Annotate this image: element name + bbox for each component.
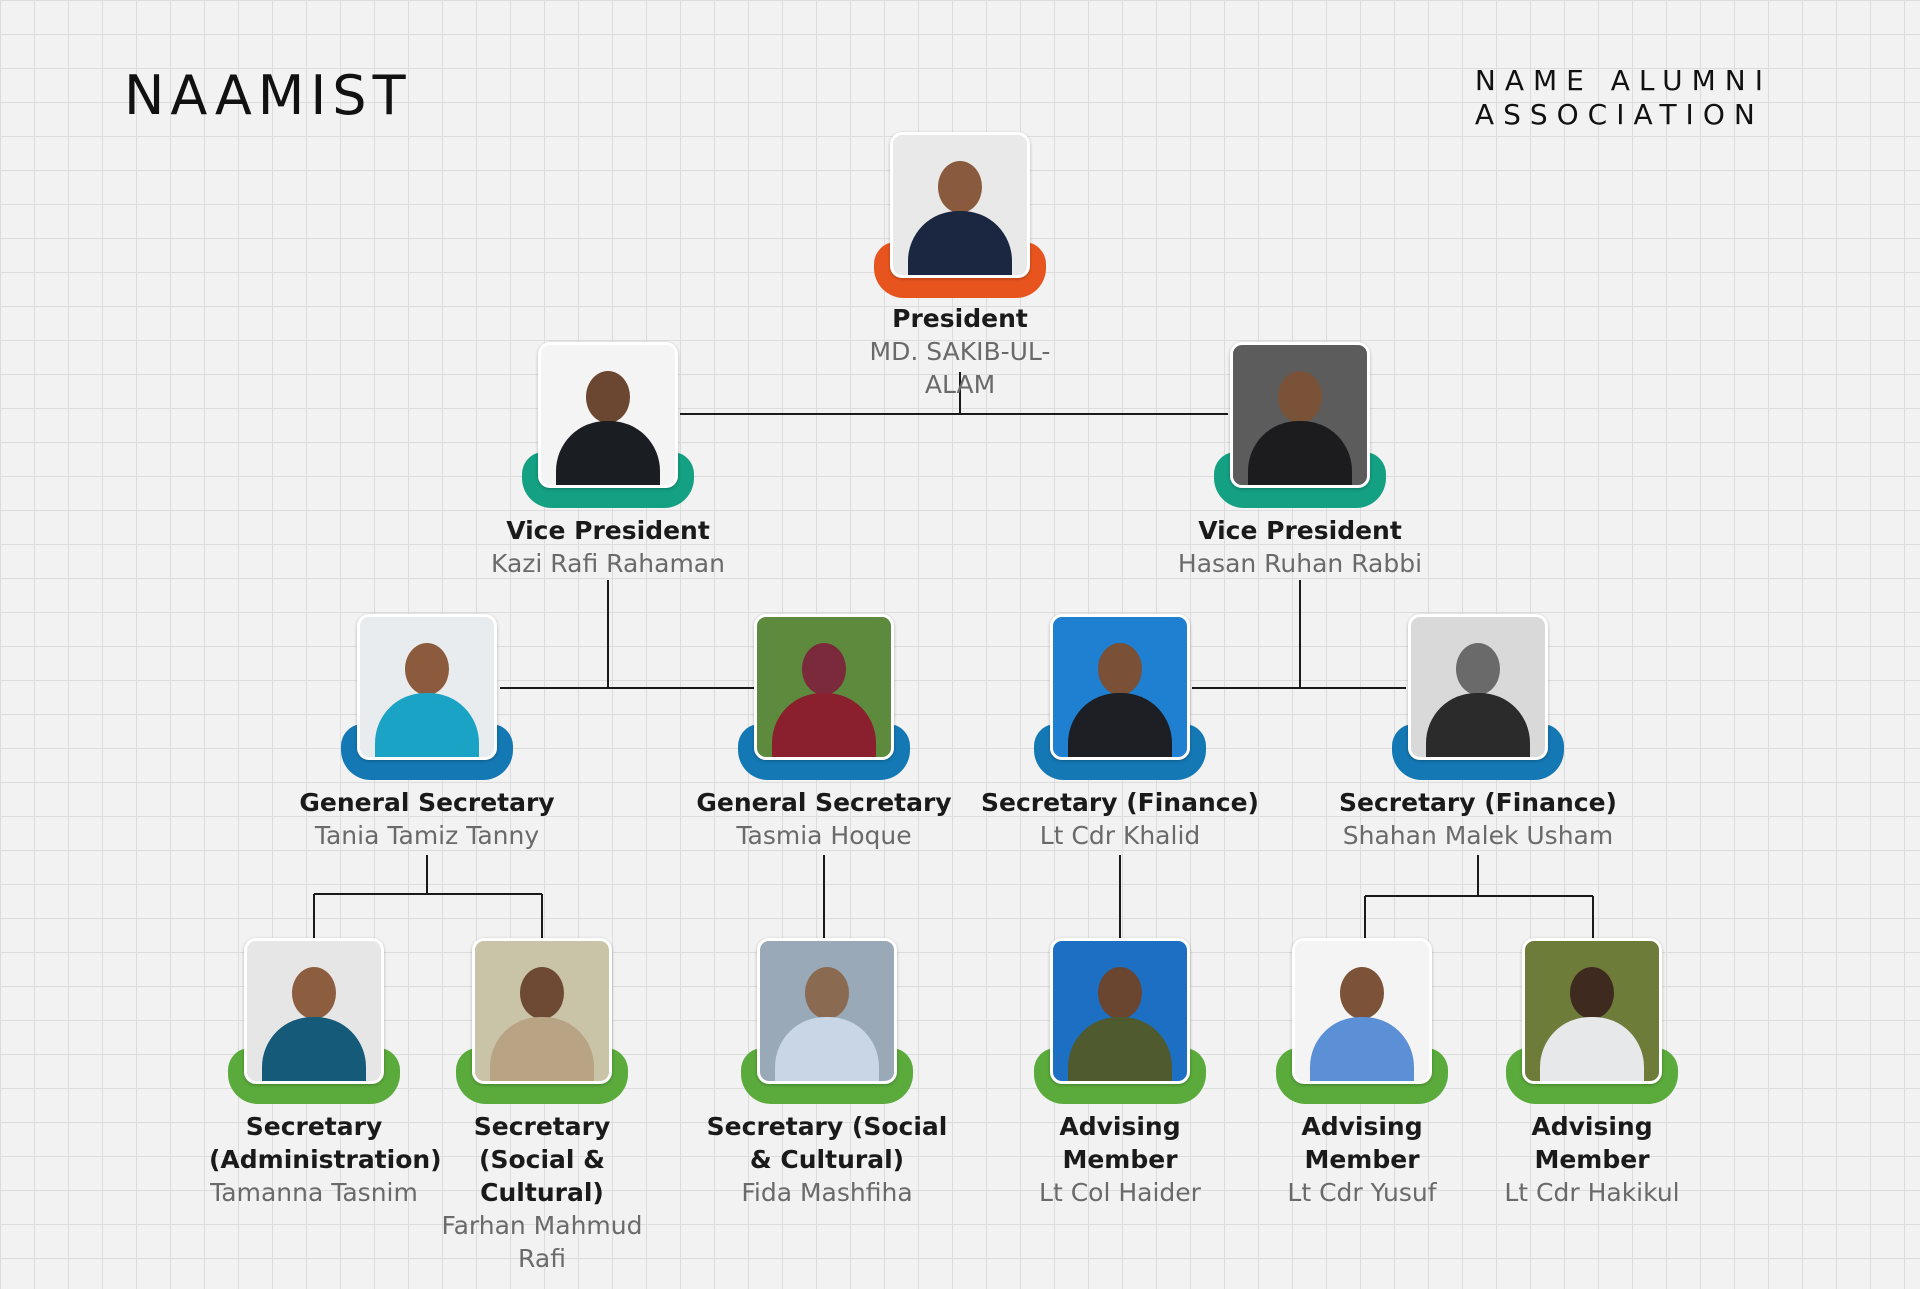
member-photo	[244, 938, 384, 1084]
member-photo-head	[292, 967, 336, 1019]
member-photo-head	[1098, 643, 1142, 695]
brand-subtitle-line-2: ASSOCIATION	[1474, 98, 1764, 131]
member-role: Advising Member	[1301, 1112, 1423, 1174]
member-role: Vice President	[1198, 516, 1402, 545]
member-role: Advising Member	[1059, 1112, 1181, 1174]
member-role: President	[892, 304, 1028, 333]
member-name: Kazi Rafi Rahaman	[491, 549, 725, 578]
member-name: Tasmia Hoque	[736, 821, 912, 850]
member-card-text: Secretary (Social & Cultural) Farhan Mah…	[422, 1110, 662, 1275]
member-photo-head	[1098, 967, 1142, 1019]
member-role: Secretary (Social & Cultural)	[473, 1112, 611, 1207]
member-photo-head	[1340, 967, 1384, 1019]
member-role: Secretary (Social & Cultural)	[706, 1112, 948, 1174]
member-card-text: President MD. SAKIB-UL-ALAM	[835, 302, 1085, 401]
member-photo	[754, 614, 894, 760]
member-photo-head	[938, 161, 982, 213]
member-photo	[357, 614, 497, 760]
member-photo-head	[1456, 643, 1500, 695]
member-photo-torso	[908, 211, 1012, 275]
member-name: Hasan Ruhan Rabbi	[1177, 549, 1423, 578]
member-photo	[472, 938, 612, 1084]
member-card-text: Advising Member Lt Cdr Hakikul	[1477, 1110, 1707, 1209]
member-card-text: Vice President Kazi Rafi Rahaman	[483, 514, 733, 580]
member-name: Lt Cdr Yusuf	[1287, 1178, 1437, 1207]
member-photo-torso	[1068, 693, 1172, 757]
member-photo	[1050, 938, 1190, 1084]
member-photo-head	[520, 967, 564, 1019]
member-photo-torso	[1068, 1017, 1172, 1081]
member-photo-head	[586, 371, 630, 423]
member-photo-head	[405, 643, 449, 695]
member-photo-torso	[262, 1017, 366, 1081]
member-name: Fida Mashfiha	[741, 1178, 913, 1207]
member-photo-torso	[1310, 1017, 1414, 1081]
member-card-text: General Secretary Tania Tamiz Tanny	[287, 786, 567, 852]
member-photo-torso	[1248, 421, 1352, 485]
member-role: Secretary (Finance)	[981, 788, 1259, 817]
member-card-text: Secretary (Finance) Shahan Malek Usham	[1338, 786, 1618, 852]
brand-logo-text: NAAMIST	[124, 64, 412, 127]
member-card-text: Advising Member Lt Cdr Yusuf	[1247, 1110, 1477, 1209]
member-card-text: General Secretary Tasmia Hoque	[684, 786, 964, 852]
member-role: Secretary (Finance)	[1339, 788, 1617, 817]
member-card-text: Secretary (Social & Cultural) Fida Mashf…	[702, 1110, 952, 1209]
member-role: Secretary (Administration)	[209, 1112, 442, 1174]
member-photo-head	[1570, 967, 1614, 1019]
member-photo	[890, 132, 1030, 278]
member-name: Tania Tamiz Tanny	[314, 821, 540, 850]
member-card-text: Advising Member Lt Col Haider	[1005, 1110, 1235, 1209]
member-role: Advising Member	[1531, 1112, 1653, 1174]
member-photo-torso	[1426, 693, 1530, 757]
member-photo-head	[1278, 371, 1322, 423]
member-name: Shahan Malek Usham	[1342, 821, 1614, 850]
member-photo	[1050, 614, 1190, 760]
brand-subtitle-line-1: NAME ALUMNI	[1474, 64, 1772, 97]
member-photo-torso	[775, 1017, 879, 1081]
member-name: MD. SAKIB-UL-ALAM	[869, 337, 1051, 399]
member-card-text: Vice President Hasan Ruhan Rabbi	[1175, 514, 1425, 580]
member-role: General Secretary	[696, 788, 952, 817]
member-name: Lt Cdr Khalid	[1039, 821, 1201, 850]
member-photo-torso	[490, 1017, 594, 1081]
member-role: General Secretary	[299, 788, 555, 817]
member-photo	[538, 342, 678, 488]
member-photo-head	[805, 967, 849, 1019]
member-photo	[1522, 938, 1662, 1084]
brand-subtitle: NAME ALUMNI ASSOCIATION	[1475, 64, 1772, 132]
member-photo	[1408, 614, 1548, 760]
member-card-text: Secretary (Finance) Lt Cdr Khalid	[980, 786, 1260, 852]
member-name: Tamanna Tasnim	[210, 1178, 418, 1207]
member-name: Lt Col Haider	[1039, 1178, 1201, 1207]
member-photo	[1230, 342, 1370, 488]
member-role: Vice President	[506, 516, 710, 545]
member-photo-torso	[375, 693, 479, 757]
member-photo-torso	[556, 421, 660, 485]
member-photo-head	[802, 643, 846, 695]
member-card-text: Secretary (Administration) Tamanna Tasni…	[209, 1110, 442, 1209]
member-name: Farhan Mahmud Rafi	[441, 1211, 643, 1273]
member-photo	[757, 938, 897, 1084]
member-name: Lt Cdr Hakikul	[1504, 1178, 1680, 1207]
member-photo-torso	[772, 693, 876, 757]
member-photo-torso	[1540, 1017, 1644, 1081]
member-photo	[1292, 938, 1432, 1084]
